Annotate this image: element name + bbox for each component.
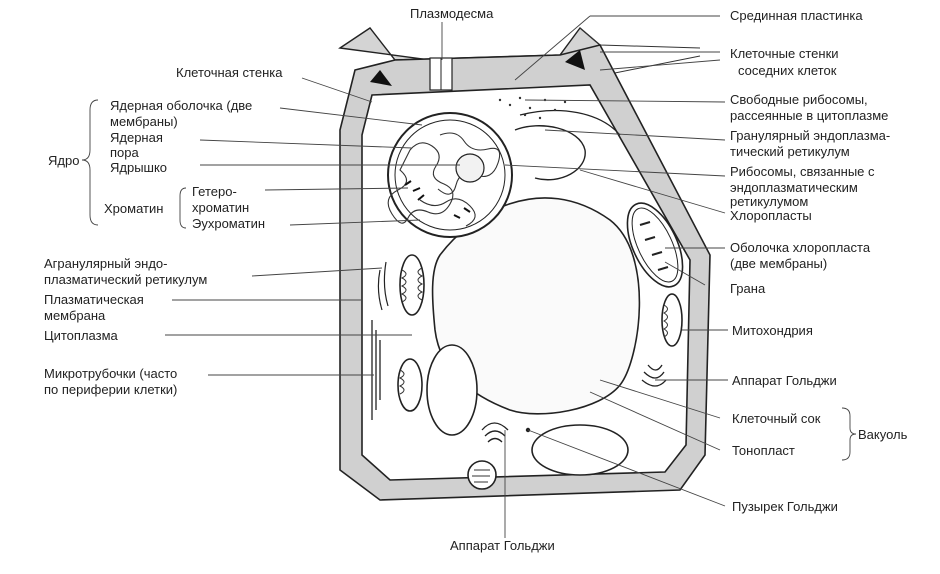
label-bound-ribosomes-3: ретикулумом [730,194,808,209]
label-microtubules-2: по периферии клетки) [44,382,177,397]
label-euchromatin: Эухроматин [192,216,265,231]
label-nuclear-pore-1: Ядерная [110,130,163,145]
mitochondrion-lower [397,358,423,412]
label-nuclear-pore-2: пора [110,145,139,160]
label-golgi-right: Аппарат Гольджи [732,373,837,388]
label-bound-ribosomes-2: эндоплазматическим [730,180,858,195]
nucleolus [455,153,485,183]
mitochondrion-right [661,293,683,347]
label-granular-er-2: тический ретикулум [730,144,850,159]
label-bound-ribosomes-1: Рибосомы, связанные с [730,164,875,179]
label-golgi-vesicle: Пузырек Гольджи [732,499,838,514]
label-chloroplast-envelope-1: Оболочка хлоропласта [730,240,871,255]
label-microtubules-1: Микротрубочки (часто [44,366,177,381]
golgi-apparatus-bottom [481,422,509,443]
label-plasma-membrane-1: Плазматическая [44,292,144,307]
label-neighbor-walls-2: соседних клеток [738,63,837,78]
label-chloroplast-envelope-2: (две мембраны) [730,256,827,271]
label-cytoplasm: Цитоплазма [44,328,119,343]
label-middle-lamella: Срединная пластинка [730,8,863,23]
label-agranular-er-2: плазматический ретикулум [44,272,207,287]
label-grana: Грана [730,281,766,296]
label-neighbor-walls-1: Клеточные стенки [730,46,839,61]
label-heterochromatin-1: Гетеро- [192,184,237,199]
label-free-ribosomes-1: Свободные рибосомы, [730,92,868,107]
leader-lines [81,15,857,538]
chloroplast [626,202,684,288]
golgi-apparatus-right [641,364,667,387]
granular-er-2 [519,109,621,136]
label-tonoplast: Тонопласт [732,443,795,458]
label-chromatin: Хроматин [104,201,163,216]
middle-lamella-right [565,50,585,70]
label-free-ribosomes-2: рассеянные в цитоплазме [730,108,888,123]
mitochondrion-round [467,460,497,490]
mitochondrion-left [399,254,425,316]
label-heterochromatin-2: хроматин [192,200,249,215]
agranular-er [377,261,389,311]
label-cell-wall: Клеточная стенка [176,65,283,80]
label-nuclear-envelope-2: мембраны) [110,114,178,129]
grana [639,221,669,271]
label-mitochondrion: Митохондрия [732,323,813,338]
label-vacuole: Вакуоль [858,427,908,442]
label-nucleus: Ядро [48,153,79,168]
label-agranular-er-1: Агранулярный эндо- [44,256,167,271]
oval-organelle-left [426,344,478,436]
granular-er [514,125,586,181]
label-granular-er-1: Гранулярный эндоплазма- [730,128,890,143]
label-chloroplasts: Хлоропласты [730,208,812,223]
label-plasma-membrane-2: мембрана [44,308,106,323]
labels: Плазмодесма Срединная пластинка Клеточна… [44,6,908,553]
label-cell-sap: Клеточный сок [732,411,821,426]
vacuole [431,197,641,415]
label-nuclear-envelope-1: Ядерная оболочка (две [110,98,252,113]
label-golgi-bottom: Аппарат Гольджи [450,538,555,553]
middle-lamella [370,70,392,86]
label-plasmodesma: Плазмодесма [410,6,494,21]
microtubules [371,320,381,420]
nucleus [387,112,513,238]
plasmodesma [429,57,453,91]
label-nucleolus: Ядрышко [110,160,167,175]
